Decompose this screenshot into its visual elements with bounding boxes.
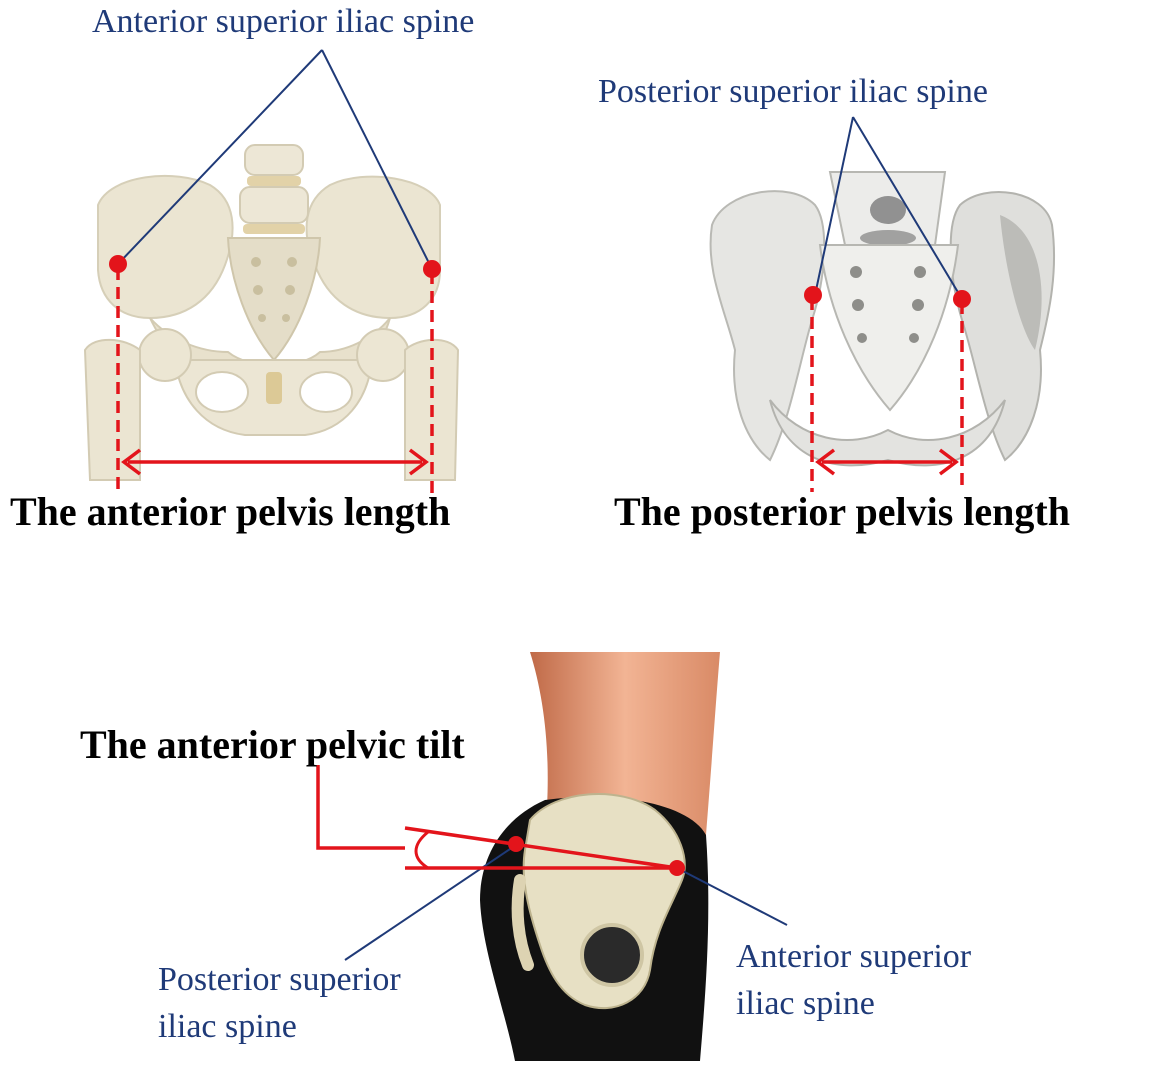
- lateral-psis-label-line2: iliac spine: [158, 1008, 297, 1045]
- lateral-psis-label-line1: Posterior superior: [158, 961, 401, 998]
- left-obturator-foramen: [196, 372, 248, 412]
- lateral-asis-label-line1: Anterior superior: [736, 938, 971, 975]
- right-femoral-head: [357, 329, 409, 381]
- lateral-acetabulum: [582, 925, 642, 985]
- pelvic-tilt-caption: The anterior pelvic tilt: [80, 723, 465, 767]
- lateral-psis-point: [508, 836, 524, 852]
- anterior-length-caption: The anterior pelvis length: [10, 490, 450, 534]
- psis-left-point: [804, 286, 822, 304]
- right-iliac-wing: [307, 177, 440, 318]
- lumbar-disc-1: [247, 176, 301, 186]
- lumbar-vertebra-1: [245, 145, 303, 175]
- posterior-left-iliac-wing: [711, 191, 825, 460]
- posterior-pelvis-image: [711, 172, 1055, 465]
- tilt-callout-bracket: [318, 765, 405, 848]
- posterior-sacrum: [820, 245, 958, 410]
- posterior-length-caption: The posterior pelvis length: [614, 490, 1070, 534]
- asis-left-point: [109, 255, 127, 273]
- anterior-pelvis-image: [85, 145, 458, 480]
- right-obturator-foramen: [300, 372, 352, 412]
- lateral-asis-point: [669, 860, 685, 876]
- left-femur: [85, 340, 140, 480]
- lateral-asis-label-line2: iliac spine: [736, 985, 875, 1022]
- left-femoral-head: [139, 329, 191, 381]
- posterior-ischial-region: [770, 400, 1005, 465]
- lumbar-disc-2: [243, 224, 305, 234]
- psis-label: Posterior superior iliac spine: [598, 73, 988, 110]
- sacrum: [228, 238, 320, 360]
- asis-label: Anterior superior iliac spine: [92, 3, 474, 40]
- tilt-angle-arc: [416, 832, 428, 868]
- lumbar-vertebra-2: [240, 187, 308, 223]
- asis-right-point: [423, 260, 441, 278]
- psis-right-point: [953, 290, 971, 308]
- pubic-symphysis: [266, 372, 282, 404]
